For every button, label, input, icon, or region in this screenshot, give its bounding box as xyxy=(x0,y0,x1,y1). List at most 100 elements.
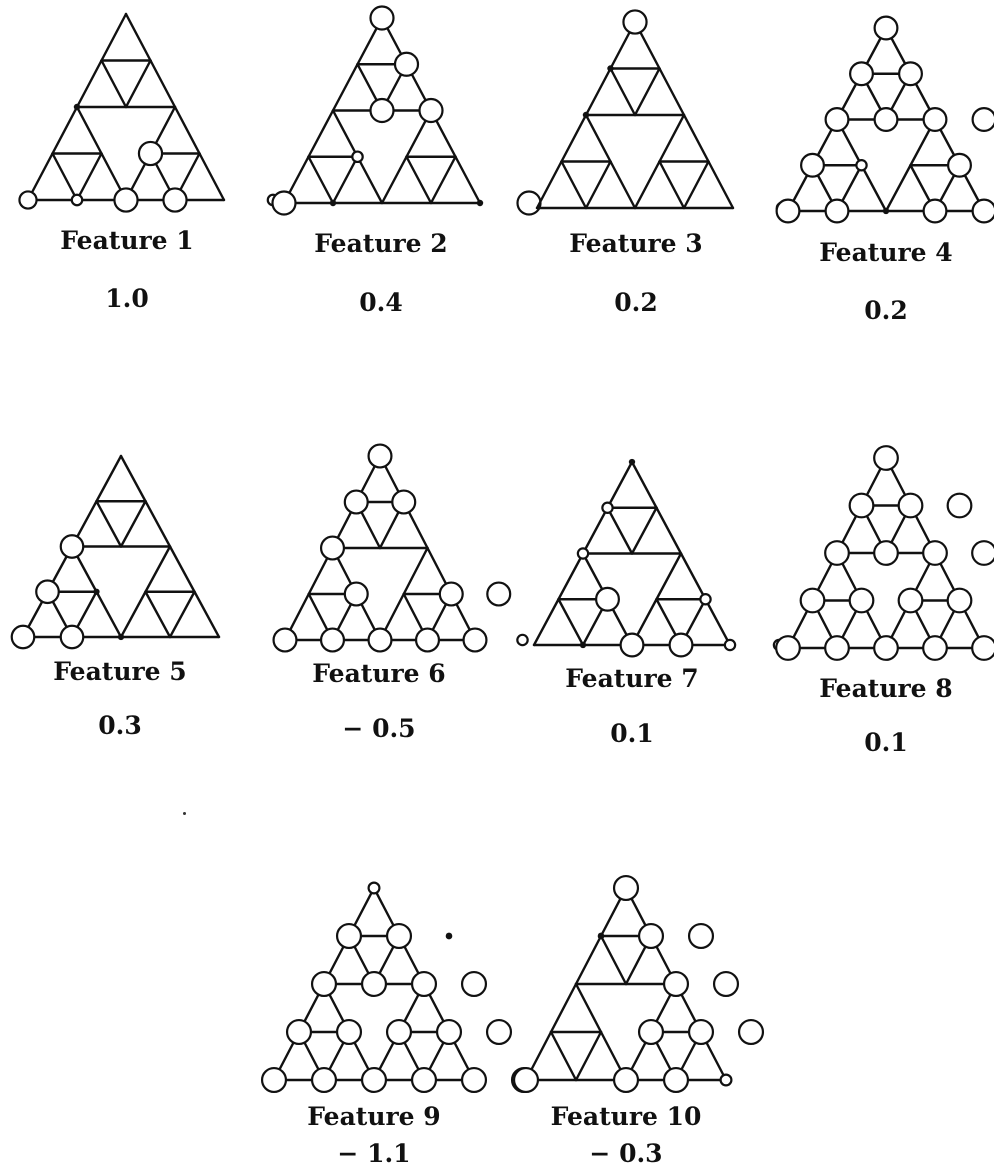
vertex-circle xyxy=(800,152,825,178)
gasket-edge xyxy=(100,12,128,62)
gasket-edge xyxy=(75,152,103,202)
vertex-circle xyxy=(310,1066,338,1094)
vertex-circle xyxy=(922,107,948,132)
vertex-circle xyxy=(971,635,994,661)
vertex-circle xyxy=(113,187,139,213)
gasket-edge xyxy=(682,113,710,163)
gasket-edge xyxy=(119,500,147,548)
gasket-edge xyxy=(599,934,628,986)
gasket-edge xyxy=(574,934,603,986)
gasket-edge xyxy=(51,152,79,202)
vertex-circle xyxy=(460,970,488,998)
feature-8-label: Feature 8 xyxy=(819,674,953,703)
small-vertex-circle xyxy=(576,547,590,560)
gasket-edge xyxy=(173,105,201,155)
vertex-dot xyxy=(476,199,484,207)
feature-4-value: 0.2 xyxy=(864,296,908,325)
vertex-circle xyxy=(418,97,444,124)
gasket-edge xyxy=(198,152,226,202)
vertex-circle xyxy=(637,922,665,950)
gasket-edge xyxy=(658,113,686,163)
vertex-circle xyxy=(946,587,973,614)
gasket-edge xyxy=(549,1030,578,1082)
gasket-edge xyxy=(633,160,661,210)
vertex-circle xyxy=(824,107,850,132)
feature-6-value: − 0.5 xyxy=(342,714,416,743)
small-vertex-circle xyxy=(719,1073,733,1087)
small-vertex-circle xyxy=(601,501,614,514)
vertex-circle xyxy=(612,1066,640,1094)
gasket-edge xyxy=(633,67,661,117)
vertex-circle xyxy=(319,627,346,653)
vertex-circle xyxy=(775,198,801,224)
vertex-dot xyxy=(445,932,453,940)
vertex-circle xyxy=(873,15,899,41)
feature-5-value: 0.3 xyxy=(98,711,142,740)
vertex-circle xyxy=(947,152,972,178)
vertex-circle xyxy=(898,61,923,87)
feature-10-value: − 0.3 xyxy=(589,1139,663,1168)
vertex-circle xyxy=(668,632,694,658)
gasket-edge xyxy=(557,598,585,647)
gasket-edge xyxy=(168,545,196,593)
vertex-circle xyxy=(799,587,826,614)
vertex-circle xyxy=(712,970,740,998)
vertex-dot xyxy=(579,641,587,649)
vertex-circle xyxy=(619,632,645,658)
vertex-circle xyxy=(971,540,994,566)
vertex-circle xyxy=(662,1066,690,1094)
vertex-circle xyxy=(462,627,488,653)
gasket-edge xyxy=(884,164,912,213)
small-vertex-circle xyxy=(855,159,868,172)
vertex-circle xyxy=(848,492,875,519)
vertex-circle xyxy=(922,540,948,566)
vertex-circle xyxy=(873,107,899,132)
gasket-edge xyxy=(149,59,177,109)
vertex-circle xyxy=(897,587,924,614)
gasket-edge xyxy=(144,590,172,639)
vertex-dot xyxy=(628,458,636,466)
gasket-edge xyxy=(532,598,560,647)
gasket-edge xyxy=(630,506,658,555)
feature-1-diagram xyxy=(18,12,280,213)
small-vertex-circle xyxy=(699,593,712,606)
gasket-edge xyxy=(331,63,359,112)
vertex-circle xyxy=(271,190,297,216)
vertex-circle xyxy=(410,1066,438,1094)
vertex-circle xyxy=(687,1018,715,1046)
vertex-circle xyxy=(971,107,994,132)
gasket-edge xyxy=(606,460,634,509)
gasket-edge xyxy=(144,500,172,548)
vertex-dot xyxy=(597,932,605,940)
gasket-edge xyxy=(630,460,658,509)
vertex-circle xyxy=(369,97,395,124)
gasket-edge xyxy=(549,982,578,1034)
gasket-edge xyxy=(860,164,888,213)
vertex-circle xyxy=(737,1018,765,1046)
vertex-circle xyxy=(595,586,620,612)
vertex-circle xyxy=(622,9,648,35)
vertex-circle xyxy=(272,627,298,653)
vertex-dot xyxy=(73,103,81,111)
feature-10-diagram xyxy=(512,874,765,1094)
feature-3-diagram xyxy=(535,9,789,215)
feature-9-label: Feature 9 xyxy=(307,1102,441,1131)
gasket-edge xyxy=(584,160,612,210)
feature-7-value: 0.1 xyxy=(610,719,654,748)
feature-1-value: 1.0 xyxy=(105,284,149,313)
gasket-edge xyxy=(584,67,612,117)
vertex-circle xyxy=(360,1066,388,1094)
gasket-edge xyxy=(609,160,637,210)
gasket-edge xyxy=(124,12,152,62)
gasket-edge xyxy=(95,500,123,548)
vertex-circle xyxy=(319,535,346,561)
vertex-circle xyxy=(848,587,875,614)
vertex-circle xyxy=(367,443,393,469)
vertex-circle xyxy=(385,1018,413,1046)
gasket-edge xyxy=(144,545,172,593)
vertex-circle xyxy=(824,635,850,661)
vertex-circle xyxy=(873,445,899,471)
gasket-edge xyxy=(119,454,147,503)
feature-4-diagram xyxy=(775,15,994,224)
gasket-edge xyxy=(331,155,359,205)
